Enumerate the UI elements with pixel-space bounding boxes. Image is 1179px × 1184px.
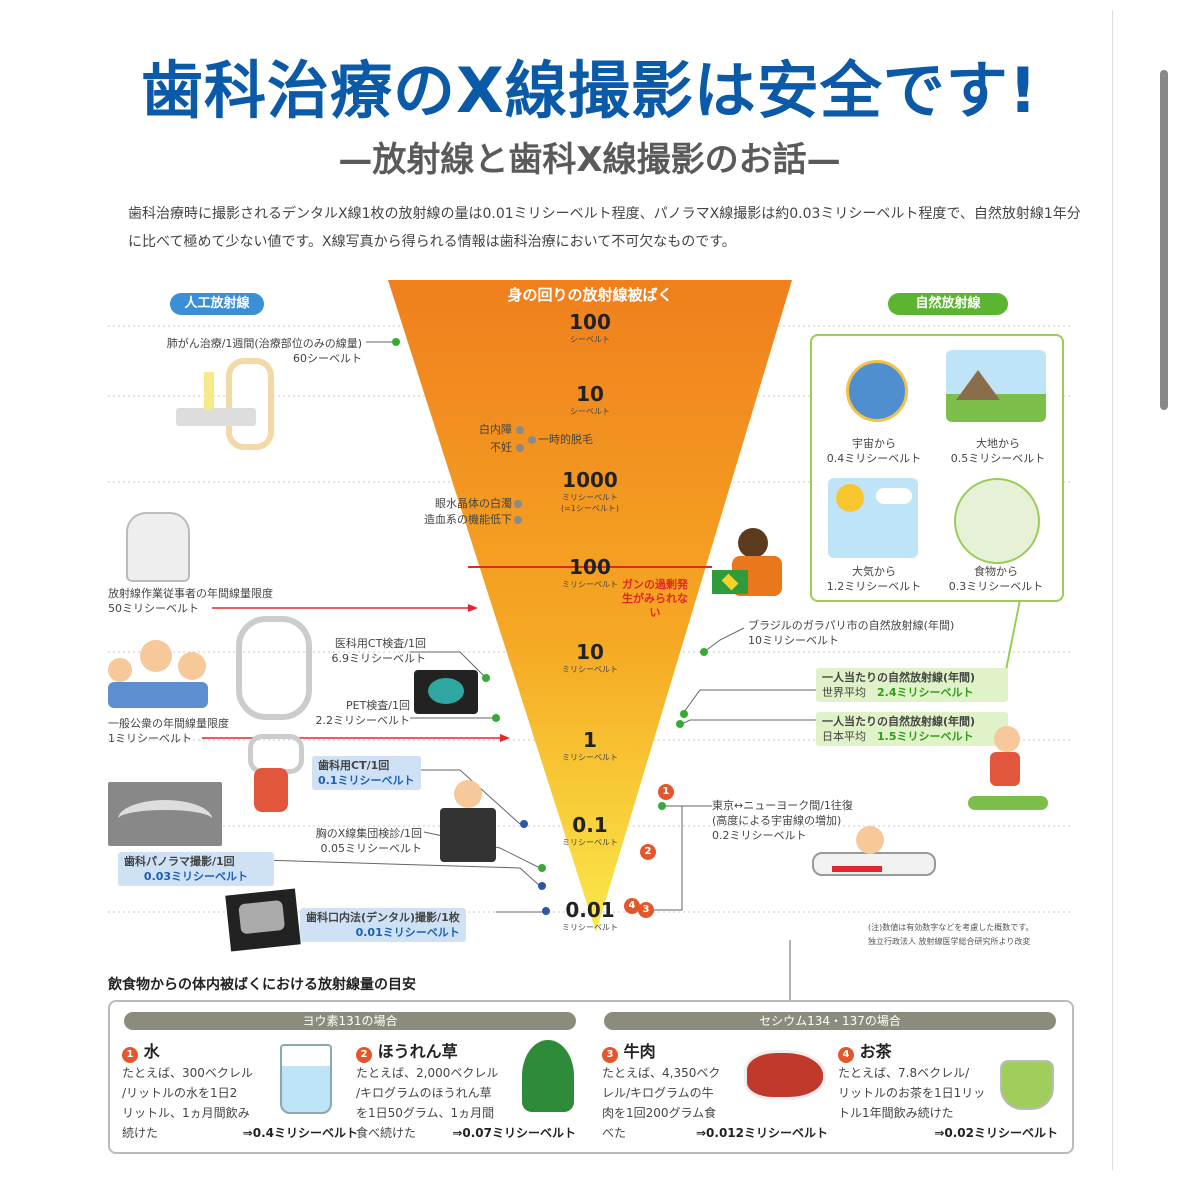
label-flight: 東京↔ニューヨーク間/1往復(高度による宇宙線の増加)0.2ミリシーベルト (712, 799, 853, 842)
page-title: 歯科治療のX線撮影は安全です! (140, 54, 1039, 127)
iodine-bar: ヨウ素131の場合 (124, 1012, 576, 1030)
ct-image (414, 670, 478, 714)
note-hair-loss: 一時的脱毛 (538, 433, 593, 446)
dental-xray-image (225, 888, 301, 952)
chest-xray-illustration (440, 780, 496, 864)
intro-text: 歯科治療時に撮影されるデンタルX線1枚の放射線の量は0.01ミリシーベルト程度、… (128, 206, 1081, 250)
cesium-bar: セシウム134・137の場合 (604, 1012, 1056, 1030)
label-lung-cancer: 肺がん治療/1週間(治療部位のみの線量)60シーベルト (166, 337, 362, 365)
beef-icon (744, 1050, 826, 1100)
funnel-title: 身の回りの放射線被ばく (507, 286, 673, 304)
note-lens: 眼水晶体の白濁 (435, 497, 512, 510)
marker-3: 3 (638, 902, 654, 918)
globe-icon (846, 360, 908, 422)
runner-illustration (968, 726, 1048, 812)
water-glass-icon (280, 1044, 332, 1114)
brazil-illustration (712, 528, 792, 608)
food-item-water: 1 水 たとえば、300ベクレル /リットルの水を1日2 リットル、1ヵ月間飲み… (122, 1042, 358, 1140)
label-world-average: 一人当たりの自然放射線(年間) 世界平均 2.4ミリシーベルト (816, 668, 1008, 702)
natural-radiation-label: 自然放射線 (888, 293, 1008, 315)
note-cancer: ガンの過剰発生がみられない (622, 578, 688, 619)
dental-ct-illustration (242, 734, 304, 814)
family-illustration (108, 640, 208, 710)
marker-2: 2 (640, 844, 656, 860)
scrollbar-thumb[interactable] (1160, 70, 1168, 410)
artificial-radiation-label: 人工放射線 (170, 293, 264, 315)
radiotherapy-illustration (176, 358, 276, 450)
footnote-2: 独立行政法人 放射線医学総合研究所より改変 (868, 937, 1031, 946)
note-cataract: 白内障 (479, 423, 512, 436)
note-blood: 造血系の機能低下 (424, 513, 512, 526)
sky-icon (828, 478, 918, 558)
food-section-box (108, 1000, 1074, 1154)
page-subtitle: —放射線と歯科X線撮影のお話— (338, 140, 841, 180)
food-item-spinach: 2 ほうれん草 たとえば、2,000ベクレル /キログラムのほうれん草 を1日5… (356, 1042, 576, 1140)
airplane-illustration (812, 826, 936, 886)
food-section-title: 飲食物からの体内被ばくにおける放射線量の目安 (108, 977, 416, 993)
scrollbar-track[interactable] (1112, 10, 1113, 1170)
ct-scanner-illustration (236, 616, 312, 720)
spinach-icon (522, 1040, 574, 1112)
food-icon (954, 478, 1040, 564)
label-brazil: ブラジルのガラパリ市の自然放射線(年間)10ミリシーベルト (748, 619, 955, 647)
landscape-icon (946, 350, 1046, 422)
panoramic-xray-image (108, 782, 222, 846)
tea-cup-icon (1000, 1060, 1054, 1110)
marker-4: 4 (624, 898, 640, 914)
food-item-tea: 4 お茶 たとえば、7.8ベクレル/ リットルのお茶を1日1リッ トル1年間飲み… (838, 1042, 1058, 1140)
label-japan-average: 一人当たりの自然放射線(年間) 日本平均 1.5ミリシーベルト (816, 712, 1008, 746)
funnel-shape (388, 280, 792, 932)
footnote-1: (注)数値は有効数字などを考慮した概数です。 (868, 923, 1034, 932)
food-item-beef: 3 牛肉 たとえば、4,350ベク レル/キログラムの牛 肉を1回200グラム食… (602, 1042, 828, 1140)
note-infertility: 不妊 (490, 441, 512, 454)
hazmat-worker-illustration (126, 512, 190, 582)
marker-1: 1 (658, 784, 674, 800)
